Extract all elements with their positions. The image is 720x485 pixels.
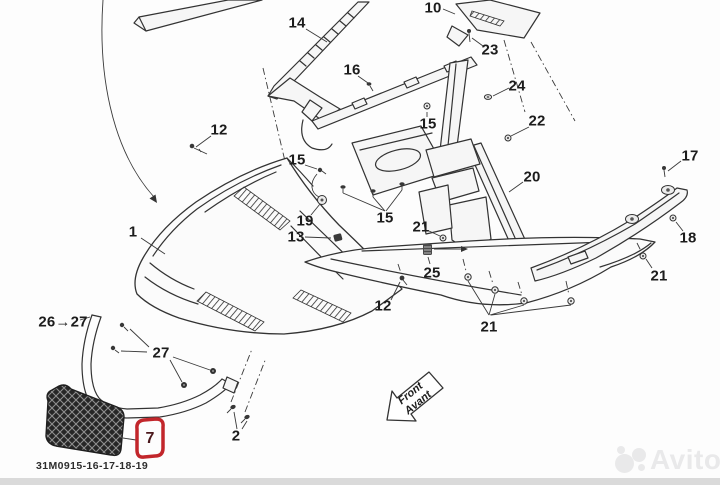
part-label-16: 16 [343, 61, 361, 79]
side-rail-right [530, 185, 688, 282]
part-label-23: 23 [481, 41, 499, 59]
part-label-18: 18 [679, 229, 697, 247]
part-label-10: 10 [424, 0, 442, 17]
part-label-2: 2 [231, 427, 241, 445]
part-label-22: 22 [528, 112, 546, 130]
leader-curve [101, 0, 157, 203]
support-strip-part-14 [267, 1, 370, 151]
avito-brand-text: Avito [650, 444, 720, 475]
grille-part-7 [45, 384, 125, 457]
leader-lines [79, 8, 684, 430]
console-beams [351, 59, 534, 262]
part-label-25: 25 [423, 264, 441, 282]
windshield-trim-part [133, 0, 263, 32]
part-label-27: 27 [152, 344, 170, 362]
avito-watermark: Avito [608, 442, 720, 480]
main-fairing-part-1 [134, 157, 403, 335]
part-label-24: 24 [508, 77, 526, 95]
highlight-box-7 [122, 417, 165, 459]
part-label-7-highlighted: 7 [145, 430, 155, 447]
front-direction-arrow: Front Avant [386, 371, 444, 422]
catalogue-code: 31M0915-16-17-18-19 [36, 460, 149, 472]
avito-logo-dot-icon [638, 464, 645, 471]
bottom-edge-bar [0, 478, 720, 485]
part-label-12-top: 12 [210, 121, 228, 139]
part-label-15-upper: 15 [419, 115, 437, 133]
part-label-21-bottom: 21 [480, 318, 498, 336]
part-label-21-right: 21 [650, 267, 668, 285]
part-label-13: 13 [287, 228, 305, 246]
bracket-assembly-10 [262, 0, 576, 196]
part-label-12-lower: 12 [374, 297, 392, 315]
part-label-19: 19 [296, 212, 314, 230]
part-label-20: 20 [523, 168, 541, 186]
avito-logo-dot-icon [632, 448, 646, 462]
part-label-17: 17 [681, 147, 699, 165]
avito-logo-dot-icon [617, 446, 625, 454]
part-label-14: 14 [288, 14, 306, 32]
part-label-1: 1 [128, 223, 138, 241]
avito-logo-dot-icon [615, 454, 634, 473]
part-label-21-inner: 21 [412, 218, 430, 236]
part-label-26-27: 26→27 [38, 313, 88, 331]
part-label-15-left: 15 [288, 151, 306, 169]
fastener-glyphs [110, 29, 677, 424]
part-label-15-center: 15 [376, 209, 394, 227]
